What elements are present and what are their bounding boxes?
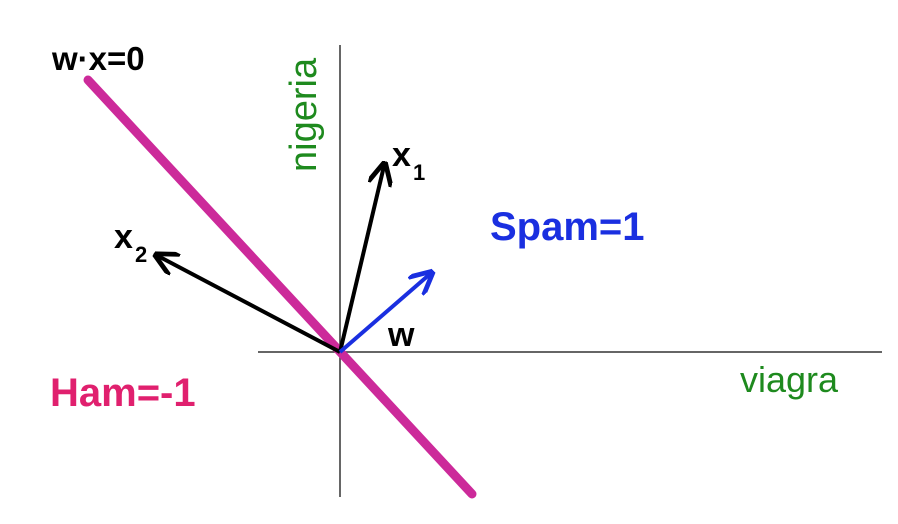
vector-x1 <box>338 166 384 353</box>
vector-w <box>338 274 430 354</box>
y-axis-label: nigeria <box>283 57 325 172</box>
x1-label-sub: 1 <box>413 160 425 185</box>
x1-label: x 1 <box>392 136 425 185</box>
decision-boundary <box>83 75 477 499</box>
spam-label: Spam=1 <box>490 205 645 249</box>
x-axis-label: viagra <box>740 359 839 400</box>
vector-x2 <box>158 256 341 354</box>
w-label: w <box>387 316 415 354</box>
boundary-label: w·x=0 <box>51 40 145 77</box>
x2-label-base: x <box>114 218 133 256</box>
x2-label: x 2 <box>114 218 147 267</box>
ham-label: Ham=-1 <box>50 371 196 415</box>
x2-label-sub: 2 <box>135 242 147 267</box>
x1-label-base: x <box>392 136 411 174</box>
